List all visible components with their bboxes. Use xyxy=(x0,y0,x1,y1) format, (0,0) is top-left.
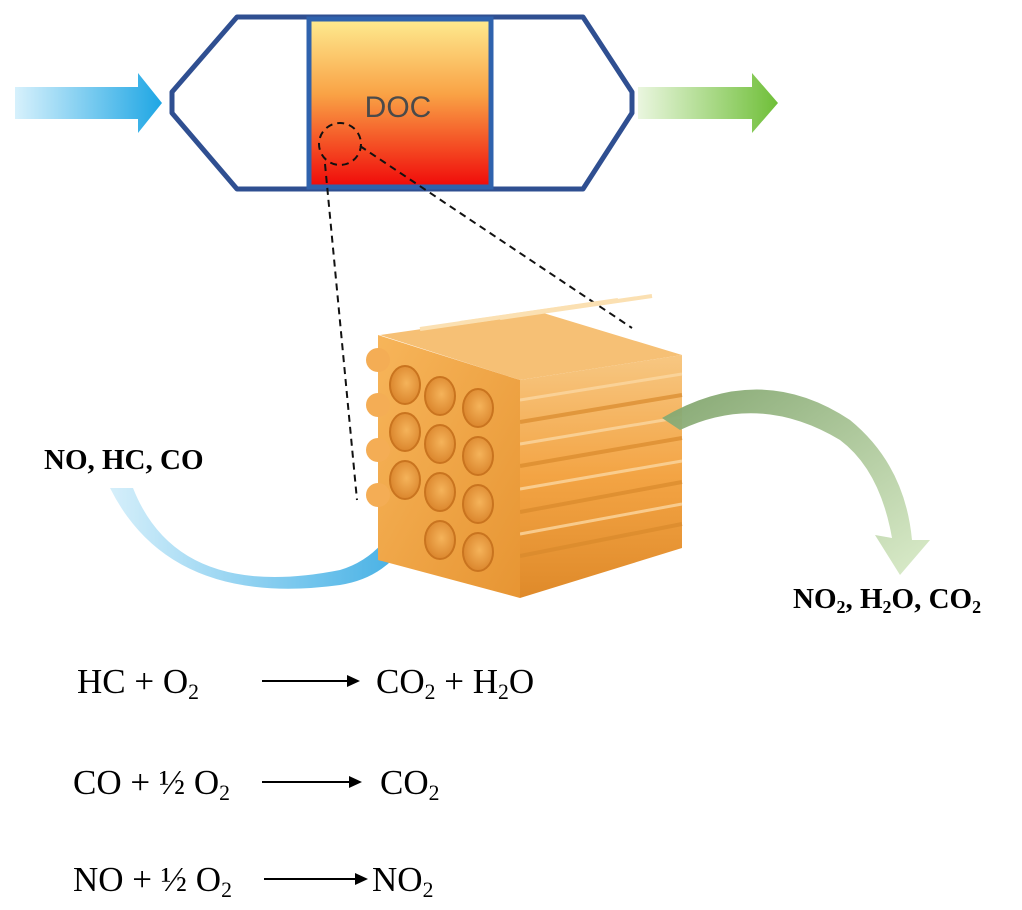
reaction-1-arrow xyxy=(262,675,360,687)
reaction-3-reactants: NO + ½ O2 xyxy=(73,860,232,903)
output-part-2: , H2 xyxy=(845,583,892,618)
output-gases-label: NO2, H2O, CO2 xyxy=(793,583,982,618)
honeycomb-monolith xyxy=(366,294,683,598)
zoom-indicator xyxy=(318,122,633,501)
reaction-2-arrow xyxy=(262,776,362,788)
reaction-2-products: CO2 xyxy=(380,763,440,806)
doc-label: DOC xyxy=(365,91,432,124)
zoom-line-left xyxy=(324,163,358,501)
output-flow-arrow xyxy=(662,389,930,575)
input-gases-label: NO, HC, CO xyxy=(44,446,204,475)
zoom-line-right xyxy=(359,145,633,329)
input-flow-arrow xyxy=(110,470,438,589)
inlet-arrow xyxy=(15,73,162,133)
monolith-channels xyxy=(389,365,494,572)
reaction-2-reactants: CO + ½ O2 xyxy=(73,763,230,806)
outlet-arrow xyxy=(638,73,778,133)
output-part-3: O, CO2 xyxy=(891,583,982,618)
output-part-1: NO2 xyxy=(793,583,846,618)
reaction-1-products: CO2 + H2O xyxy=(376,662,535,705)
reaction-3-arrow xyxy=(264,873,368,885)
reaction-1-reactants: HC + O2 xyxy=(77,662,199,705)
input-gases-text: NO, HC, CO xyxy=(44,444,204,476)
zoom-circle xyxy=(318,122,362,166)
doc-catalyst-block: DOC xyxy=(306,16,494,190)
reaction-3-products: NO2 xyxy=(372,860,434,903)
